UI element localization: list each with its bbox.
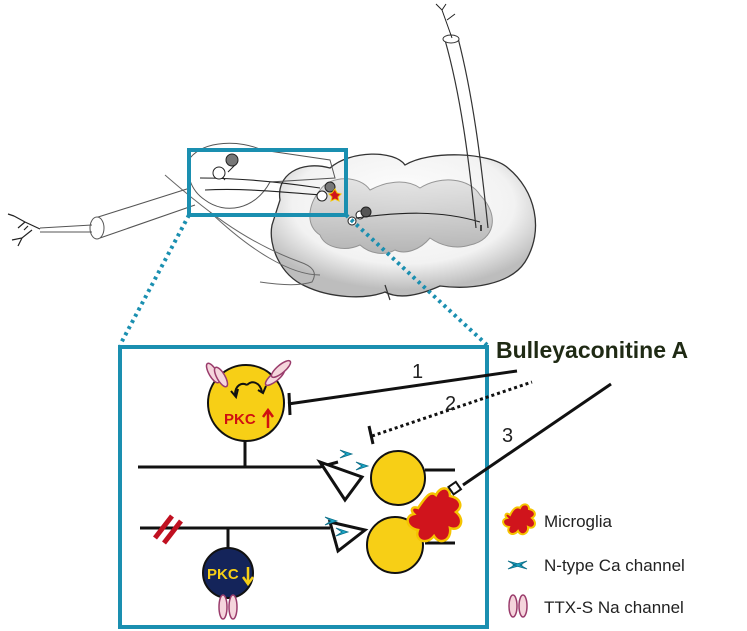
- pathway-label-1: 1: [412, 361, 423, 383]
- gray-matter: [309, 178, 493, 254]
- legend-microglia-label: Microglia: [544, 512, 613, 531]
- postsynaptic-neuron-upper: [370, 450, 426, 506]
- legend-ca-channel-label: N-type Ca channel: [544, 556, 685, 575]
- conduction-block: [153, 514, 183, 545]
- drg-neuron-dark: [225, 153, 239, 167]
- drg-neuron-light: [212, 166, 226, 180]
- presynaptic-terminal-upper: [316, 459, 365, 503]
- pkc-low-label: PKC: [207, 566, 239, 583]
- pkc-high-label: PKC: [224, 411, 256, 428]
- ca-channels: [324, 449, 370, 537]
- arrow-down-icon: [241, 567, 255, 587]
- na-channel-bottom: [218, 594, 238, 620]
- pathway-label-2: 2: [445, 393, 456, 415]
- pathway-2: 2: [367, 380, 533, 445]
- na-channel-legend-icon: [508, 594, 528, 618]
- zoom-region-box: [187, 148, 348, 217]
- inset-panel: [118, 345, 489, 629]
- legend-na-channel-label: TTX-S Na channel: [544, 598, 684, 617]
- pathway-label-3: 3: [502, 425, 513, 447]
- ca-channel-legend-icon: [507, 560, 528, 570]
- ascending-tract: [444, 37, 489, 229]
- pkc-low-neuron: PKC: [202, 528, 255, 620]
- pathway-1: 1: [287, 361, 518, 416]
- microglia-cell: [406, 487, 463, 543]
- dorsal-root-ganglion: [187, 142, 336, 209]
- spinal-cord-illustration: [7, 3, 537, 301]
- peripheral-nerve: [94, 187, 196, 239]
- title-label: Bulleyaconitine A: [496, 337, 688, 363]
- na-channel-right: [264, 359, 292, 387]
- na-channel-left: [205, 362, 229, 388]
- pathway-3: 3: [447, 382, 612, 496]
- microglia-mini: [328, 188, 342, 202]
- postsynaptic-neuron-lower: [366, 516, 424, 574]
- nerve-endings: [7, 213, 41, 247]
- microglia-legend-icon: [502, 503, 536, 536]
- arrow-up-icon: [261, 407, 275, 428]
- legend: Microglia N-type Ca channel TTX-S Na cha…: [502, 503, 685, 618]
- pkc-high-neuron: PKC: [205, 359, 292, 468]
